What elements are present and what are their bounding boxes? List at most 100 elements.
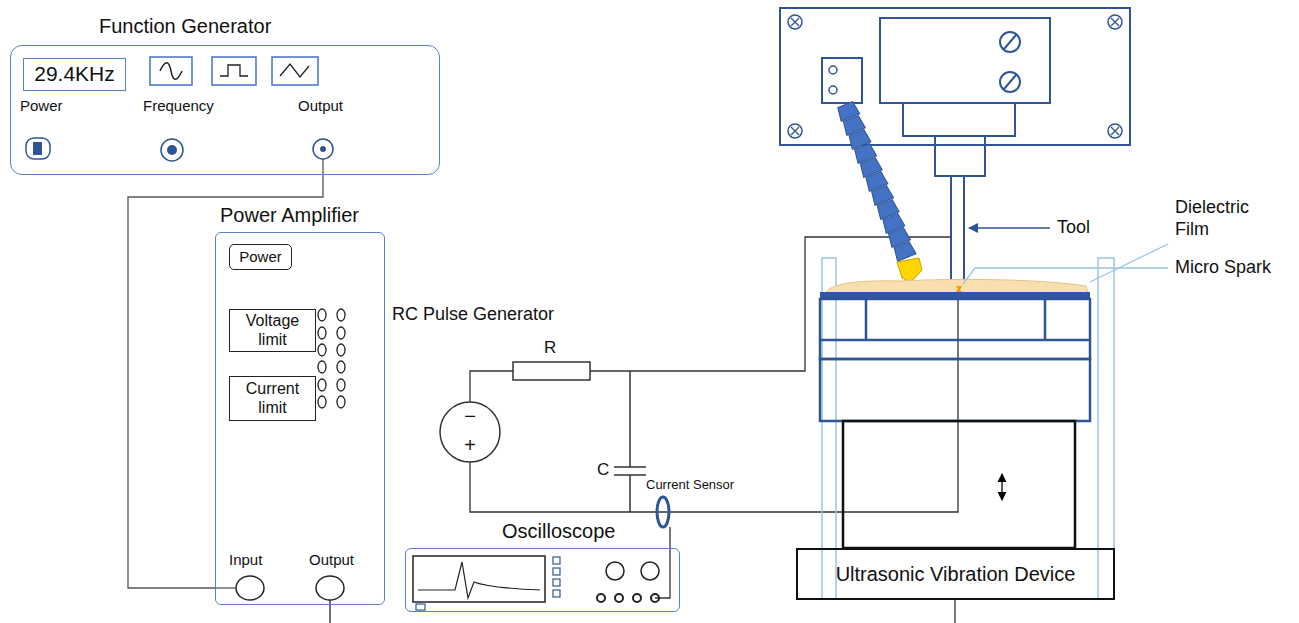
corner-screw bbox=[788, 124, 802, 138]
vibration-arrow bbox=[1001, 474, 1002, 500]
indicator-lamp bbox=[337, 396, 345, 408]
nozzle-mount bbox=[822, 58, 862, 103]
dc-source bbox=[440, 402, 500, 462]
indicator-lamp bbox=[337, 379, 345, 391]
power-switch bbox=[26, 138, 50, 159]
part-label: Micro Spark bbox=[1175, 257, 1271, 279]
sine-symbol bbox=[160, 63, 182, 80]
screw-cross bbox=[1111, 18, 1119, 26]
waveform bbox=[418, 562, 540, 598]
adjust-screw bbox=[1000, 32, 1020, 52]
box-heading: Power Amplifier bbox=[220, 204, 359, 227]
drive-wire bbox=[329, 600, 330, 623]
spindle-plate bbox=[780, 8, 1130, 145]
control-label: Frequency bbox=[143, 97, 214, 115]
screw-cross bbox=[1111, 127, 1119, 135]
spindle-housing bbox=[880, 18, 1050, 103]
part-label: Tool bbox=[1057, 217, 1090, 239]
signal-wire bbox=[215, 587, 236, 588]
power-amplifier: Power AmplifierPowerVoltage limitCurrent… bbox=[215, 232, 385, 605]
frequency-knob bbox=[161, 139, 183, 161]
frequency-knob-center bbox=[167, 145, 177, 155]
voltage-limit-box: Voltage limit bbox=[229, 309, 316, 352]
indicator-lamp bbox=[337, 327, 345, 339]
polarity-sign: + bbox=[460, 433, 480, 457]
leader-line bbox=[1090, 244, 1168, 282]
output-jack bbox=[316, 576, 344, 600]
control-label: Power bbox=[20, 97, 63, 115]
screw-slot bbox=[1004, 35, 1016, 49]
box-heading: Oscilloscope bbox=[502, 520, 615, 543]
sensor-label: Current Sensor bbox=[646, 477, 734, 493]
scope-jack bbox=[597, 594, 605, 602]
box-label: Power bbox=[235, 248, 286, 265]
drive-wire bbox=[954, 600, 955, 623]
hose-segment bbox=[892, 241, 916, 261]
polarity-sign: − bbox=[460, 404, 480, 428]
scope-button bbox=[553, 579, 560, 586]
indicator-lamp bbox=[318, 396, 326, 408]
current-limit-box: Current limit bbox=[229, 376, 316, 421]
spindle-neck bbox=[903, 103, 1015, 136]
part-label: Dielectric Film bbox=[1175, 197, 1275, 240]
adjust-screw bbox=[1000, 72, 1020, 92]
current-sensor bbox=[657, 497, 669, 527]
corner-screw bbox=[1108, 124, 1122, 138]
micro-spark bbox=[955, 286, 963, 293]
fixture-lower bbox=[820, 359, 1090, 421]
indicator-lamp bbox=[318, 379, 326, 391]
scope-jack bbox=[633, 594, 641, 602]
corner-screw bbox=[788, 15, 802, 29]
leader-line bbox=[969, 227, 1050, 228]
indicator-lamp bbox=[318, 344, 326, 356]
control-label: Output bbox=[298, 97, 343, 115]
indicator-lamps bbox=[318, 309, 345, 408]
input-jack bbox=[236, 576, 264, 600]
dielectric-film bbox=[826, 279, 1088, 293]
mount-screw bbox=[829, 66, 837, 74]
scope-screen bbox=[413, 556, 545, 602]
triangle-symbol bbox=[280, 64, 309, 77]
circuit-wire bbox=[590, 237, 951, 371]
power-switch-lever bbox=[33, 142, 42, 155]
tool-chuck bbox=[935, 136, 985, 176]
jack-label: Output bbox=[309, 551, 354, 569]
scope-jack bbox=[651, 594, 659, 602]
function-generator: Function Generator29.4KHz bbox=[10, 45, 440, 175]
square-symbol bbox=[220, 65, 248, 76]
box-label: 29.4KHz bbox=[30, 62, 119, 86]
leader-line bbox=[963, 268, 1168, 284]
capacitor-symbol bbox=[614, 371, 646, 512]
probe-wire bbox=[655, 527, 670, 598]
box-label: Voltage limit bbox=[230, 312, 315, 349]
indicator-lamp bbox=[318, 361, 326, 373]
output-jack bbox=[313, 139, 333, 159]
component-label: R bbox=[544, 338, 556, 358]
box-label: Ultrasonic Vibration Device bbox=[832, 563, 1080, 586]
tool-electrode bbox=[951, 176, 964, 286]
power-indicator: Power bbox=[229, 244, 292, 270]
triangle-button bbox=[272, 57, 318, 85]
box-label: Current limit bbox=[230, 380, 315, 417]
signal-wire bbox=[322, 159, 323, 175]
scope-button bbox=[553, 590, 560, 597]
signal-wire bbox=[128, 175, 323, 588]
ultrasonic-device: Ultrasonic Vibration Device bbox=[796, 548, 1115, 600]
scope-button bbox=[553, 557, 560, 564]
scope-switch bbox=[416, 604, 425, 610]
output-jack-pin bbox=[320, 146, 326, 152]
indicator-lamp bbox=[318, 309, 326, 321]
scope-jack bbox=[615, 594, 623, 602]
resistor-symbol bbox=[513, 362, 590, 380]
mount-screw bbox=[829, 86, 837, 94]
screw-slot bbox=[1004, 75, 1016, 89]
indicator-lamp bbox=[337, 344, 345, 356]
circuit-wire bbox=[470, 371, 513, 402]
nozzle-tip bbox=[897, 258, 922, 282]
horn bbox=[843, 421, 1075, 548]
indicator-lamp bbox=[318, 327, 326, 339]
